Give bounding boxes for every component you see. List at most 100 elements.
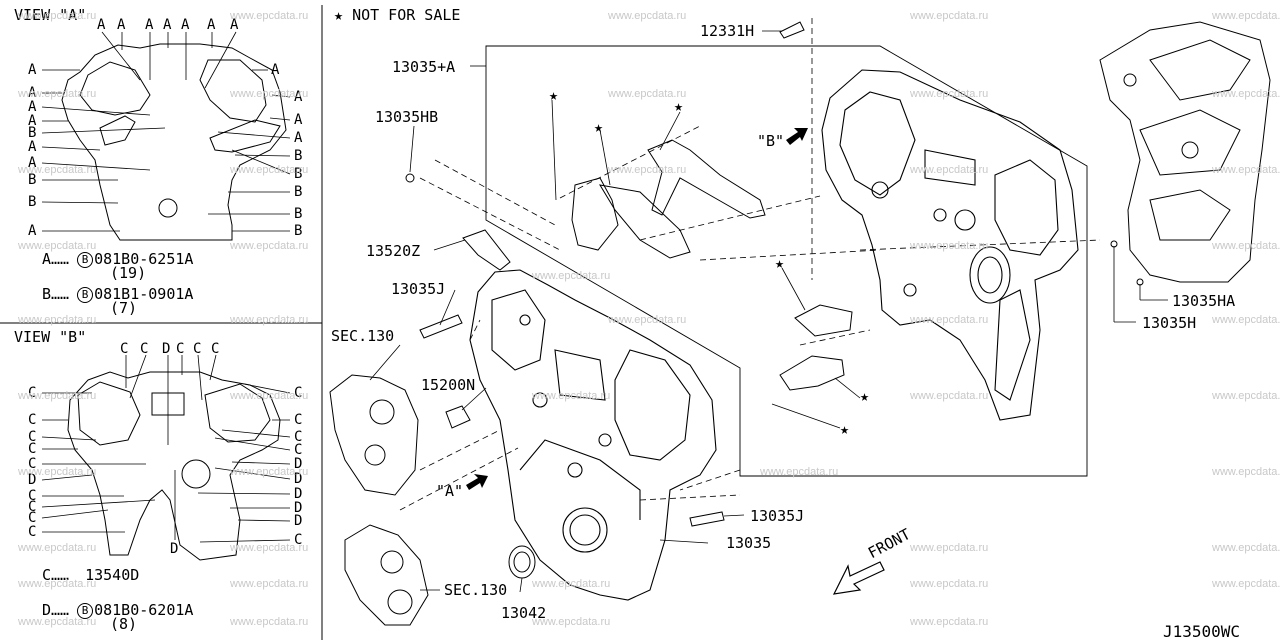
legend-part-number: 13540D	[85, 566, 140, 584]
watermark: www.epcdata.ru	[230, 616, 309, 628]
view-a-right-letter: A	[271, 62, 280, 78]
view-b-top-letter: C	[176, 341, 185, 357]
watermark: www.epcdata.ru	[1212, 578, 1280, 590]
watermark: www.epcdata.ru	[1212, 10, 1280, 22]
view-a-left-letter: A	[28, 85, 37, 101]
watermark: www.epcdata.ru	[910, 616, 989, 628]
watermark: www.epcdata.ru	[18, 542, 97, 554]
view-a-right-letter: B	[294, 223, 303, 239]
watermark: www.epcdata.ru	[910, 240, 989, 252]
bolt-symbol: B	[77, 603, 94, 619]
watermark: www.epcdata.ru	[1212, 314, 1280, 326]
view-a-title: VIEW "A"	[14, 6, 87, 24]
view-a-right-letter: A	[294, 89, 303, 105]
watermark: www.epcdata.ru	[18, 390, 97, 402]
not-for-sale-note: ★ NOT FOR SALE	[334, 8, 460, 23]
callout-13035-a: 13035+A	[392, 58, 456, 76]
not-for-sale-star: ★	[860, 387, 870, 405]
watermark: www.epcdata.ru	[230, 240, 309, 252]
view-b-left-letter: C	[28, 510, 37, 526]
view-b-right-letter: D	[294, 456, 303, 472]
view-a-top-letter: A	[230, 17, 239, 33]
view-b-right-letter: D	[294, 500, 303, 516]
exploded-view-frame	[485, 45, 1088, 477]
watermark: www.epcdata.ru	[910, 164, 989, 176]
view-b-right-letter: D	[294, 513, 303, 529]
watermark: www.epcdata.ru	[532, 270, 611, 282]
watermark: www.epcdata.ru	[532, 578, 611, 590]
engine-block-drawing	[1099, 21, 1271, 283]
watermark: www.epcdata.ru	[910, 578, 989, 590]
view-a-right-letter: B	[294, 206, 303, 222]
view-b-top-letter: D	[162, 341, 171, 357]
watermark: www.epcdata.ru	[18, 578, 97, 590]
watermark: www.epcdata.ru	[230, 88, 309, 100]
watermark: www.epcdata.ru	[1212, 88, 1280, 100]
view-b-right-letter: C	[294, 385, 303, 401]
view-a-right-letter: B	[294, 184, 303, 200]
front-arrow	[832, 561, 885, 595]
view-a-legend-qty-a: (19)	[110, 264, 147, 282]
view-b-leader-lines	[41, 354, 291, 543]
watermark: www.epcdata.ru	[230, 164, 309, 176]
view-a-left-letter: A	[28, 113, 37, 129]
legend-dots: ……	[51, 250, 70, 268]
view-a-right-letter: B	[294, 166, 303, 182]
water-pump-lower-drawing	[344, 524, 429, 626]
view-a-leader-lines	[41, 31, 291, 232]
watermark: www.epcdata.ru	[1212, 390, 1280, 402]
view-a-right-letter: A	[294, 130, 303, 146]
view-b-legend-qty-d: (8)	[110, 615, 138, 633]
watermark: www.epcdata.ru	[532, 616, 611, 628]
view-a-left-letter: B	[28, 172, 37, 188]
view-b-left-letter: C	[28, 412, 37, 428]
view-a-top-letter: A	[207, 17, 216, 33]
watermark: www.epcdata.ru	[18, 164, 97, 176]
upper-cover-drawing	[821, 69, 1079, 421]
watermark: www.epcdata.ru	[18, 616, 97, 628]
legend-key: C	[42, 566, 52, 584]
watermark: www.epcdata.ru	[608, 10, 687, 22]
callout-sec130-upper: SEC.130	[331, 327, 395, 345]
view-b-reference: "B"	[757, 132, 785, 150]
view-b-left-letter: D	[28, 472, 37, 488]
callout-leader-lines	[369, 30, 1168, 593]
view-b-left-letter: C	[28, 456, 37, 472]
view-b-right-letter: C	[294, 532, 303, 548]
view-a-left-letter: A	[28, 62, 37, 78]
view-b-bottom-letter: D	[170, 541, 179, 557]
watermark: www.epcdata.ru	[608, 164, 687, 176]
view-a-left-letter: B	[28, 194, 37, 210]
watermark: www.epcdata.ru	[760, 466, 839, 478]
not-for-sale-star: ★	[594, 118, 604, 136]
watermark: www.epcdata.ru	[18, 10, 97, 22]
watermark: www.epcdata.ru	[230, 466, 309, 478]
view-a-left-letter: A	[28, 155, 37, 171]
watermark: www.epcdata.ru	[230, 314, 309, 326]
legend-key: A	[42, 250, 52, 268]
watermark: www.epcdata.ru	[608, 88, 687, 100]
view-b-top-letter: C	[193, 341, 202, 357]
watermark: www.epcdata.ru	[18, 314, 97, 326]
view-b-right-letter: C	[294, 442, 303, 458]
view-b-left-letter: C	[28, 524, 37, 540]
bolt-symbol: B	[77, 252, 94, 268]
water-pump-upper-drawing	[329, 374, 419, 496]
view-b-right-letter: D	[294, 486, 303, 502]
view-b-right-letter: D	[294, 471, 303, 487]
view-b-left-letter: C	[28, 499, 37, 515]
callout-13520z: 13520Z	[366, 242, 421, 260]
view-b-legend-row-c: C……13540D	[42, 568, 139, 583]
small-part-drawings	[405, 21, 1144, 579]
not-for-sale-star: ★	[775, 254, 785, 272]
legend-dots: ……	[51, 601, 70, 619]
view-a-cover-outline	[61, 43, 287, 241]
watermark: www.epcdata.ru	[18, 466, 97, 478]
view-a-legend-qty-b: (7)	[110, 299, 138, 317]
callout-13035hb: 13035HB	[375, 108, 439, 126]
view-a-top-letter: A	[97, 17, 106, 33]
